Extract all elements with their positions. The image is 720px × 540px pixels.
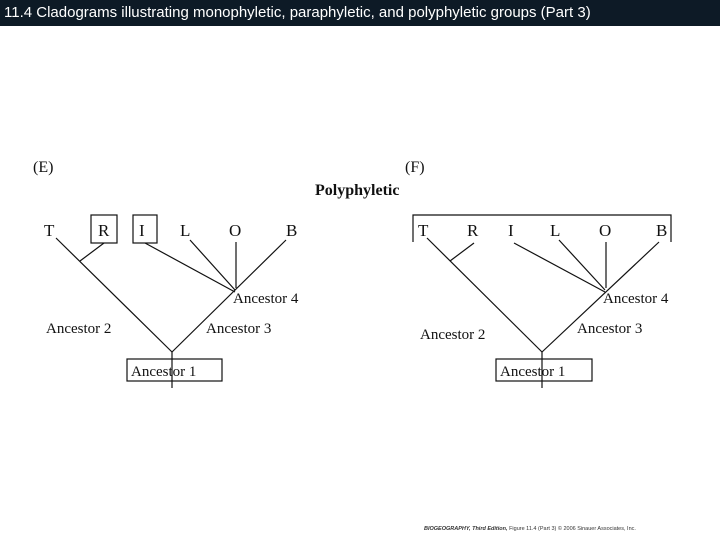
branch bbox=[189, 239, 236, 291]
branch bbox=[144, 242, 236, 293]
taxon-label: L bbox=[550, 221, 560, 240]
taxon-label: B bbox=[286, 221, 297, 240]
credit-copyright: © 2006 Sinauer Associates, Inc. bbox=[557, 526, 636, 532]
ancestor-label: Ancestor 2 bbox=[420, 327, 485, 343]
ancestor-label: Ancestor 4 bbox=[233, 291, 299, 307]
branch bbox=[426, 237, 543, 353]
branch bbox=[55, 237, 173, 353]
taxon-label: I bbox=[508, 221, 514, 240]
taxon-label: T bbox=[44, 221, 55, 240]
taxon-label: R bbox=[98, 221, 110, 240]
taxon-label: T bbox=[418, 221, 429, 240]
ancestor-label: Ancestor 1 bbox=[131, 364, 196, 380]
branch bbox=[558, 239, 606, 291]
ancestor-label: Ancestor 3 bbox=[206, 321, 271, 337]
cladogram-panel-e: (E) T R I L O B Ancestor 4 Ancestor 2 An… bbox=[33, 159, 299, 388]
ancestor-label: Ancestor 4 bbox=[603, 291, 669, 307]
figure-heading: Polyphyletic bbox=[315, 182, 399, 199]
root-ancestor-box bbox=[126, 358, 223, 382]
branch bbox=[79, 242, 105, 262]
panel-label-e: (E) bbox=[33, 159, 53, 176]
taxon-label: R bbox=[467, 221, 479, 240]
ancestor-label: Ancestor 1 bbox=[500, 364, 565, 380]
credit-book: BIOGEOGRAPHY, Third Edition, bbox=[424, 526, 508, 532]
branch bbox=[449, 242, 475, 262]
panel-label-f: (F) bbox=[405, 159, 425, 176]
group-box-i bbox=[132, 214, 158, 244]
ancestor-label: Ancestor 2 bbox=[46, 321, 111, 337]
taxon-label: B bbox=[656, 221, 667, 240]
root-ancestor-box bbox=[495, 358, 593, 382]
figure-credit: BIOGEOGRAPHY, Third Edition, Figure 11.4… bbox=[424, 526, 636, 532]
taxon-label: O bbox=[229, 221, 241, 240]
slide-title: 11.4 Cladograms illustrating monophyleti… bbox=[0, 0, 720, 26]
cladogram-panel-f: (F) T R I L O B Ancestor 4 Ancestor 2 An… bbox=[405, 159, 672, 388]
branch bbox=[513, 242, 606, 293]
ancestor-label: Ancestor 3 bbox=[577, 321, 642, 337]
branch bbox=[171, 239, 287, 353]
taxon-label: L bbox=[180, 221, 190, 240]
taxon-label: O bbox=[599, 221, 611, 240]
branch bbox=[541, 241, 660, 353]
taxon-label: I bbox=[139, 221, 145, 240]
credit-figure: Figure 11.4 (Part 3) bbox=[509, 526, 557, 532]
group-bracket-t-b bbox=[412, 214, 672, 242]
